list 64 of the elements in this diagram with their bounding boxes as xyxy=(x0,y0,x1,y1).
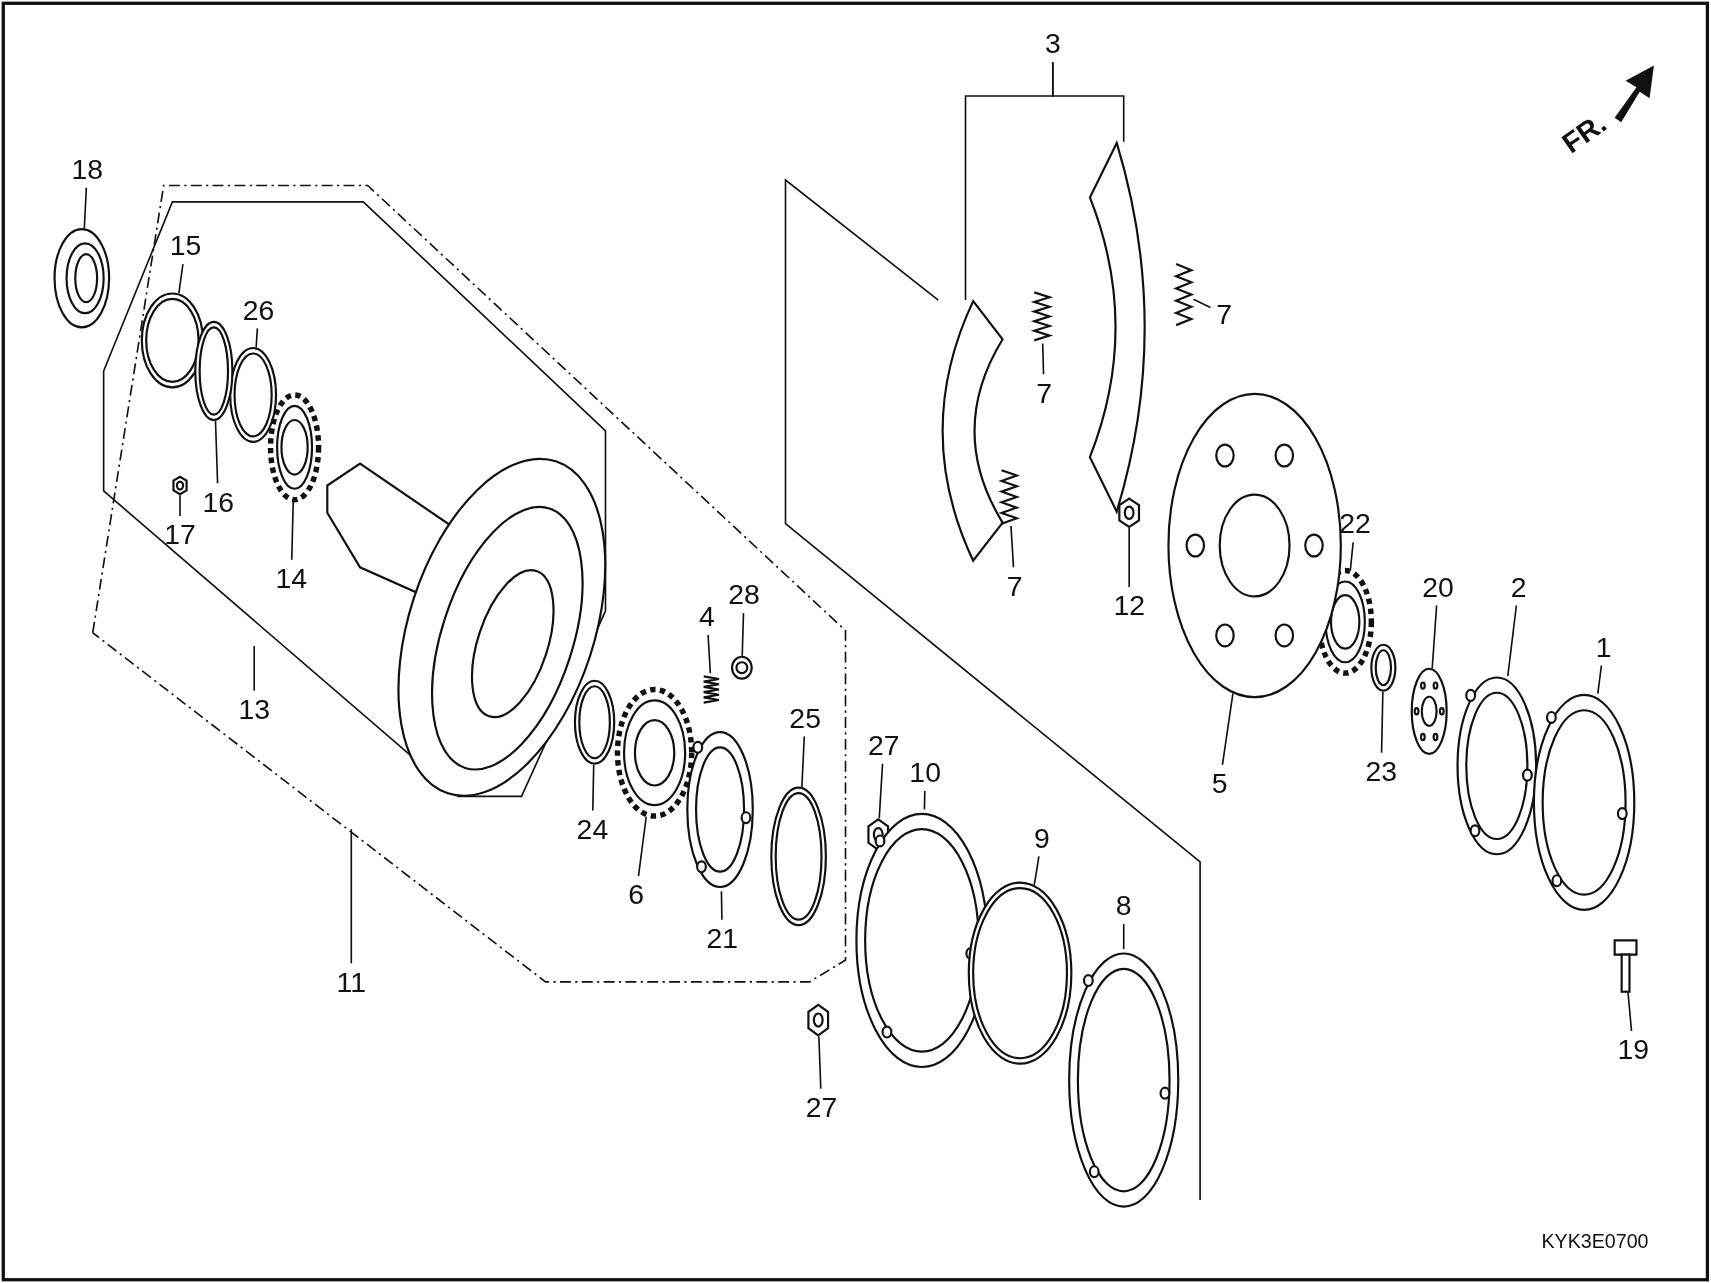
leader-line xyxy=(1128,527,1130,588)
callout-number: 11 xyxy=(332,966,370,998)
leader-line xyxy=(1033,855,1040,886)
leader-line xyxy=(290,500,294,561)
callout-number: 21 xyxy=(703,922,741,954)
leader-line xyxy=(1192,298,1212,309)
leader-line xyxy=(741,612,745,657)
callout-number: 12 xyxy=(1110,590,1148,621)
leader-line xyxy=(179,494,181,517)
leader-line xyxy=(1597,664,1603,695)
callout-number: 23 xyxy=(1362,756,1400,787)
leader-line xyxy=(253,645,255,692)
callout-number: 8 xyxy=(1113,890,1135,921)
leader-line xyxy=(255,327,259,349)
callout-number: 7 xyxy=(1213,298,1235,330)
callout-number: 17 xyxy=(161,519,199,550)
leader-line xyxy=(350,828,353,965)
leader-line xyxy=(878,762,884,820)
leader-line xyxy=(1431,604,1438,670)
callout-number: 6 xyxy=(625,879,647,910)
callout-number: 27 xyxy=(802,1092,841,1123)
leader-line xyxy=(178,263,184,295)
callout-number: 5 xyxy=(1209,768,1231,799)
callout-number: 18 xyxy=(68,153,106,185)
callout-number: 15 xyxy=(166,230,204,261)
callout-number: 24 xyxy=(573,813,611,845)
callout-number: 4 xyxy=(696,601,718,632)
diagram-code: KYK3E0700 xyxy=(1541,1229,1649,1255)
callout-number: 27 xyxy=(865,729,903,761)
callout-number: 13 xyxy=(235,693,273,725)
direction-label: FR. xyxy=(1556,107,1612,159)
callout-number: 2 xyxy=(1508,571,1529,603)
callout-number: 22 xyxy=(1336,508,1374,539)
callout-number: 9 xyxy=(1031,822,1053,854)
leader-line xyxy=(720,890,723,921)
callout-number: 20 xyxy=(1419,571,1457,603)
leader-line xyxy=(707,634,712,675)
callout-number: 10 xyxy=(906,757,944,788)
callout-number: 28 xyxy=(725,579,763,610)
leader-line xyxy=(1010,525,1015,569)
leader-line xyxy=(1349,541,1354,571)
callout-number: 16 xyxy=(199,486,237,518)
callout-number: 1 xyxy=(1593,631,1615,663)
leader-line xyxy=(1122,923,1125,950)
leader-line xyxy=(591,763,595,812)
leader-line xyxy=(1627,991,1633,1032)
callout-number: 7 xyxy=(1033,377,1055,409)
leader-line xyxy=(637,815,648,877)
leader-line xyxy=(83,186,88,230)
leader-line xyxy=(1221,692,1234,766)
leader-line xyxy=(214,420,219,485)
callout-number: 25 xyxy=(786,702,824,734)
callout-number: 19 xyxy=(1614,1034,1652,1065)
leader-line xyxy=(1041,342,1045,376)
callout-number: 14 xyxy=(272,562,310,594)
leader-line xyxy=(801,735,806,788)
leader-line xyxy=(1380,690,1384,754)
callout-number: 7 xyxy=(1004,570,1025,602)
leader-line xyxy=(923,790,926,811)
callout-number: 26 xyxy=(240,294,278,326)
leader-line xyxy=(1506,604,1518,677)
leader-line xyxy=(1052,61,1125,143)
callout-number: 3 xyxy=(1042,28,1064,59)
leader-line xyxy=(818,1035,822,1090)
